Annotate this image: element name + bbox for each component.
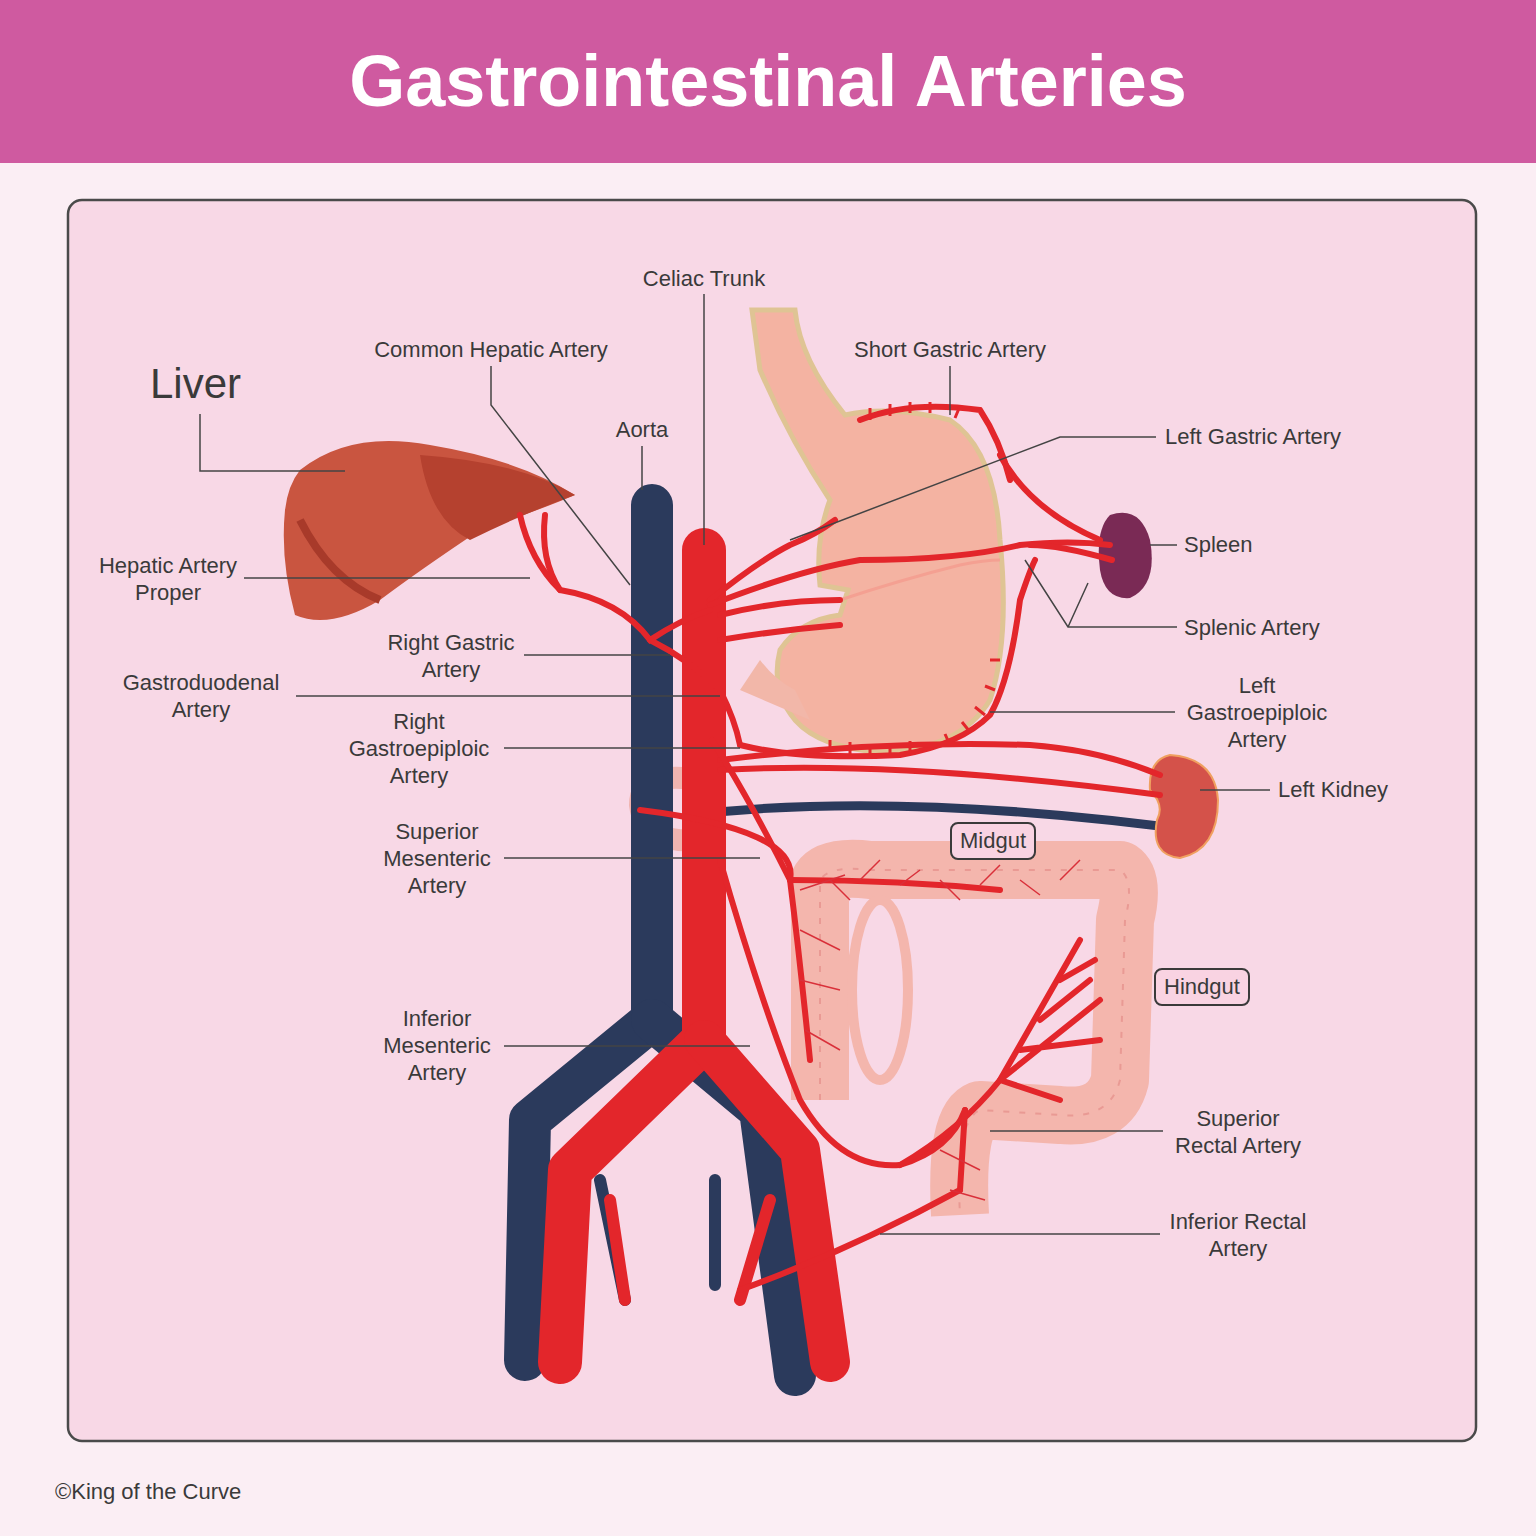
left-kidney xyxy=(1150,755,1218,858)
anatomy-label: Common Hepatic Artery xyxy=(374,336,608,363)
leader-lines xyxy=(200,294,1270,1234)
stomach-fold xyxy=(840,560,1000,600)
title: Gastrointestinal Arteries xyxy=(0,0,1536,163)
renal-vein xyxy=(690,806,1205,832)
anatomy-label: Right Gastroepiploic Artery xyxy=(337,708,502,789)
anatomy-label: Left Kidney xyxy=(1278,776,1388,803)
anatomy-label: Spleen xyxy=(1184,531,1253,558)
anatomy-label: Gastroduodenal Artery xyxy=(115,669,287,723)
liver xyxy=(284,441,575,620)
liver-lobe xyxy=(420,455,575,540)
liver-edge xyxy=(300,520,380,600)
anatomy-label: Left Gastroepiploic Artery xyxy=(1175,672,1340,753)
region-text: Midgut xyxy=(960,828,1026,853)
anatomy-label: Short Gastric Artery xyxy=(854,336,1046,363)
anatomy-label: Right Gastric Artery xyxy=(380,629,522,683)
anatomy-label: Hepatic Artery Proper xyxy=(97,552,239,606)
aorta xyxy=(560,550,704,1362)
anatomy-label: Superior Rectal Artery xyxy=(1167,1105,1309,1159)
region-text: Hindgut xyxy=(1164,974,1240,999)
anatomy-label: Superior Mesenteric Artery xyxy=(371,818,503,899)
mesenteric-arteries xyxy=(640,740,1160,1290)
copyright-note: ©King of the Curve xyxy=(55,1478,241,1505)
anatomy-label: Liver xyxy=(150,358,241,409)
anatomy-label: Inferior Rectal Artery xyxy=(1167,1208,1309,1262)
celiac-branches xyxy=(520,407,1112,757)
pylorus xyxy=(740,660,810,720)
anatomy-label: Aorta xyxy=(616,416,669,443)
anatomy-label: Splenic Artery xyxy=(1184,614,1320,641)
region-tag: Midgut xyxy=(950,822,1036,860)
anatomy-label: Celiac Trunk xyxy=(643,265,765,292)
gastric-vessels xyxy=(830,402,1000,757)
colon-vessels xyxy=(800,860,1080,1200)
title-band xyxy=(0,0,1536,163)
region-tag: Hindgut xyxy=(1154,968,1250,1006)
anatomy-label: Inferior Mesenteric Artery xyxy=(371,1005,503,1086)
bowel-loop xyxy=(852,900,908,1080)
stomach xyxy=(752,310,1003,752)
panel xyxy=(68,200,1476,1441)
anatomy-label: Left Gastric Artery xyxy=(1165,423,1341,450)
